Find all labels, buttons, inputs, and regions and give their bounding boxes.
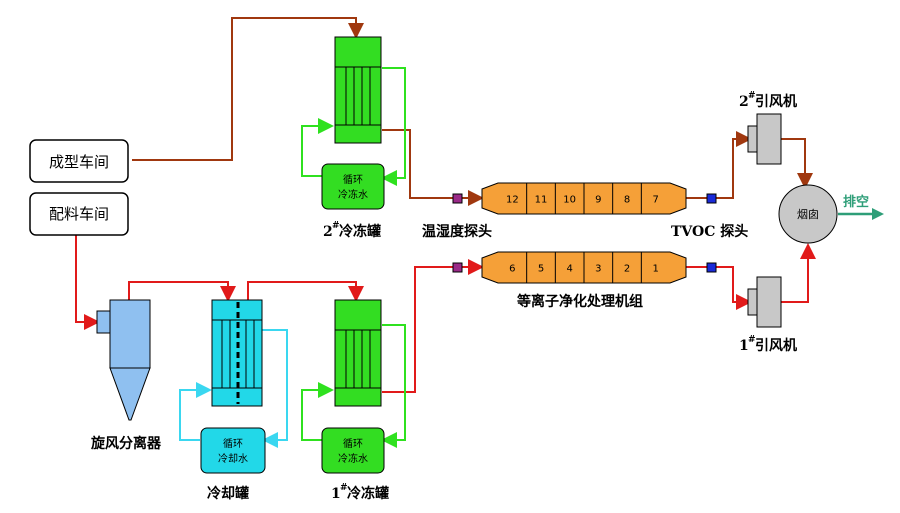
freeze-tank-2-hash: # <box>332 221 340 231</box>
freeze-tank-1-hash: # <box>340 483 348 493</box>
cooling-tank: 冷却罐 <box>207 299 263 502</box>
circ-freeze-water-2-line2: 冷冻水 <box>338 188 368 201</box>
tvoc-probe-bottom <box>706 262 717 273</box>
humidity-probe-label: 温湿度探头 <box>422 223 492 240</box>
circ-cooling-water-line1: 循环 <box>223 437 243 450</box>
batching-workshop-box: 配料车间 <box>29 192 129 236</box>
circulating-cooling-water: 循环 冷却水 <box>200 427 266 474</box>
plasma-unit-bottom: 6 5 4 3 2 1 <box>481 251 687 284</box>
chimney-label: 烟囱 <box>797 207 819 221</box>
freeze-tank-2: 2 # 冷冻罐 <box>323 36 382 240</box>
circ-freeze-water-2-line1: 循环 <box>343 173 363 186</box>
pipe-molding-to-freeze-tank-2 <box>132 17 364 161</box>
coolant-loop-freeze-tank-2 <box>301 67 406 186</box>
pipe-plasma-to-fan-2 <box>686 131 813 199</box>
fan-1-hash: # <box>748 335 756 345</box>
molding-workshop-box: 成型车间 <box>29 139 129 183</box>
fan-1-label: 引风机 <box>755 337 797 354</box>
pipe-cyclone-to-cooling-tank <box>128 281 236 302</box>
plasma-top-segment-9: 9 <box>595 195 601 206</box>
fan-2-num: 2 <box>739 94 749 110</box>
fan-2-label: 引风机 <box>755 93 797 110</box>
circulating-freeze-water-1: 循环 冷冻水 <box>321 427 385 474</box>
plasma-bottom-segment-5: 5 <box>538 264 544 275</box>
circulating-freeze-water-2: 循环 冷冻水 <box>321 163 385 210</box>
fan-2-hash: # <box>748 91 756 101</box>
pipe-cooling-tank-to-freeze-tank-1 <box>247 281 364 302</box>
plasma-unit-label: 等离子净化处理机组 <box>517 293 643 310</box>
pipe-freeze-tank-2-to-plasma <box>382 129 484 206</box>
freeze-tank-1: 1 # 冷冻罐 <box>331 299 389 502</box>
plasma-top-segment-8: 8 <box>624 195 630 206</box>
plasma-top-segment-12: 12 <box>506 195 519 206</box>
plasma-top-segment-11: 11 <box>535 195 548 206</box>
plasma-bottom-segment-2: 2 <box>624 264 630 275</box>
tvoc-probe-label: TVOC 探头 <box>671 223 748 240</box>
induced-draft-fan-2: 2 # 引风机 <box>739 91 797 165</box>
tvoc-probe-top <box>706 193 717 204</box>
induced-draft-fan-1: 1 # 引风机 <box>739 276 797 354</box>
plasma-unit-top: 12 11 10 9 8 7 <box>481 182 687 215</box>
plasma-bottom-segment-3: 3 <box>595 264 601 275</box>
plasma-bottom-segment-6: 6 <box>509 264 515 275</box>
fan-1-num: 1 <box>739 338 749 354</box>
plasma-top-segment-7: 7 <box>652 195 658 206</box>
plasma-top-segment-10: 10 <box>563 195 576 206</box>
coolant-loop-freeze-tank-1 <box>301 324 406 448</box>
plasma-bottom-segment-4: 4 <box>566 264 572 275</box>
circ-freeze-water-1-line1: 循环 <box>343 437 363 450</box>
freeze-tank-2-label: 冷冻罐 <box>339 223 381 240</box>
pipe-freeze-tank-1-to-plasma <box>382 259 484 393</box>
cooling-tank-label: 冷却罐 <box>207 485 249 502</box>
freeze-tank-1-label: 冷冻罐 <box>347 485 389 502</box>
molding-workshop-label: 成型车间 <box>49 153 109 171</box>
batching-workshop-label: 配料车间 <box>49 205 109 223</box>
pipe-batching-to-cyclone <box>75 235 100 330</box>
pipe-plasma-to-fan-1 <box>686 243 816 310</box>
exhaust-arrow: 排空 <box>838 194 884 220</box>
cyclone-label: 旋风分离器 <box>90 435 162 452</box>
cyclone-separator: 旋风分离器 <box>90 299 162 452</box>
circ-cooling-water-line2: 冷却水 <box>218 452 248 465</box>
humidity-probe-bottom <box>452 262 463 273</box>
plasma-bottom-segment-1: 1 <box>652 264 658 275</box>
exhaust-label: 排空 <box>843 194 869 210</box>
freeze-tank-2-num: 2 <box>323 224 333 240</box>
chimney: 烟囱 <box>778 184 838 244</box>
coolant-loop-cooling-tank <box>179 329 288 448</box>
humidity-probe-top <box>452 193 463 204</box>
circ-freeze-water-1-line2: 冷冻水 <box>338 452 368 465</box>
freeze-tank-1-num: 1 <box>331 486 341 502</box>
